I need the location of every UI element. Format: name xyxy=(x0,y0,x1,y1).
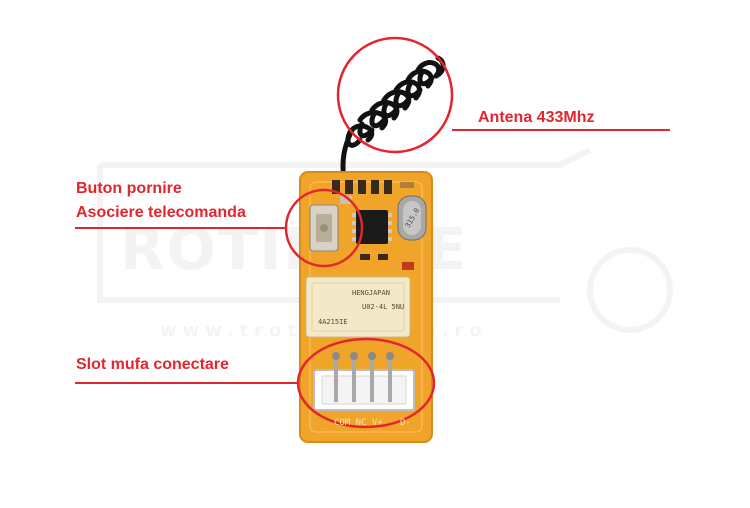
small-components xyxy=(360,254,414,270)
antenna-label: Antena 433Mhz xyxy=(478,109,595,126)
crystal-oscillator xyxy=(397,195,427,241)
white-connector xyxy=(313,352,415,411)
relay-text-3: 4A215IE xyxy=(318,318,348,326)
button-label-line1: Buton pornire xyxy=(76,180,182,197)
relay-text-2: U02-4L 5NU xyxy=(362,303,405,311)
pin-labels: COM NC V+ xyxy=(334,418,383,428)
antenna-circle xyxy=(336,36,454,154)
ic-chip xyxy=(352,210,392,244)
button-label-line2: Asociere telecomanda xyxy=(76,204,246,221)
smd-components xyxy=(332,180,414,204)
leader-lines xyxy=(75,129,670,384)
connector-label: Slot mufa conectare xyxy=(76,356,229,373)
pin-label-right: D- xyxy=(400,418,411,428)
relay-text-1: HENGJAPAN xyxy=(352,289,390,297)
push-button xyxy=(309,204,339,252)
antenna-coil xyxy=(340,55,446,188)
relay xyxy=(305,276,411,338)
